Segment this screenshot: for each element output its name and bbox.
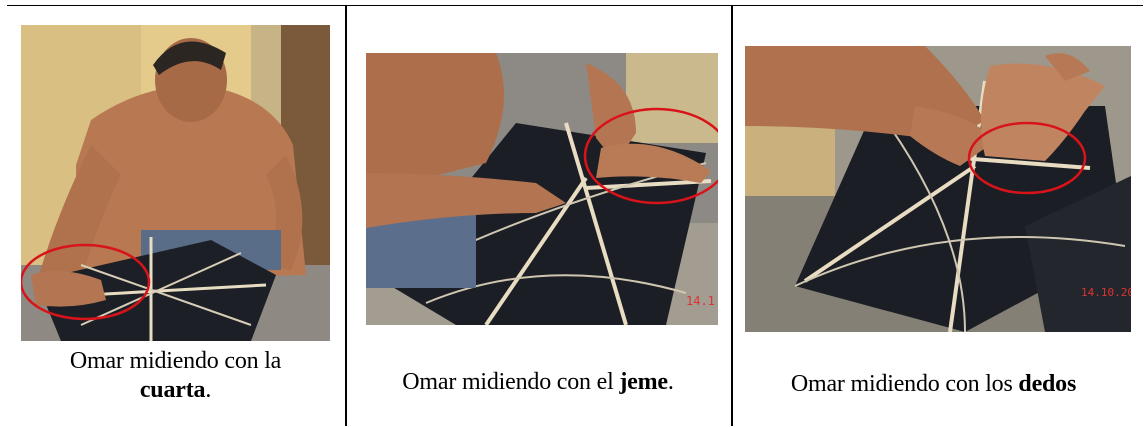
column-divider bbox=[731, 5, 733, 426]
caption-1-suffix: . bbox=[205, 377, 212, 403]
photo-measuring-jeme: 14.1 bbox=[366, 53, 718, 325]
caption-1: Omar midiendo con la cuarta. bbox=[21, 347, 330, 405]
column-divider bbox=[345, 5, 347, 426]
figure-table bbox=[7, 5, 1143, 427]
caption-1-term: cuarta bbox=[139, 377, 206, 403]
photo-2-stamp: 14.1 bbox=[686, 294, 715, 308]
caption-3: Omar midiendo con los dedos bbox=[731, 370, 1136, 399]
photo-3-stamp: 14.10.20 bbox=[1081, 286, 1131, 299]
caption-3-term: dedos bbox=[1018, 371, 1077, 397]
caption-2-prefix: Omar midiendo con el bbox=[402, 369, 620, 395]
caption-2-term: jeme bbox=[619, 369, 668, 395]
photo-measuring-cuarta bbox=[21, 25, 330, 341]
caption-3-prefix: Omar midiendo con los bbox=[790, 371, 1019, 397]
caption-2: Omar midiendo con el jeme. bbox=[345, 368, 731, 397]
caption-1-prefix: Omar midiendo con la bbox=[69, 348, 282, 374]
photo-measuring-dedos: 14.10.20 bbox=[745, 46, 1131, 332]
caption-2-suffix: . bbox=[667, 369, 674, 395]
